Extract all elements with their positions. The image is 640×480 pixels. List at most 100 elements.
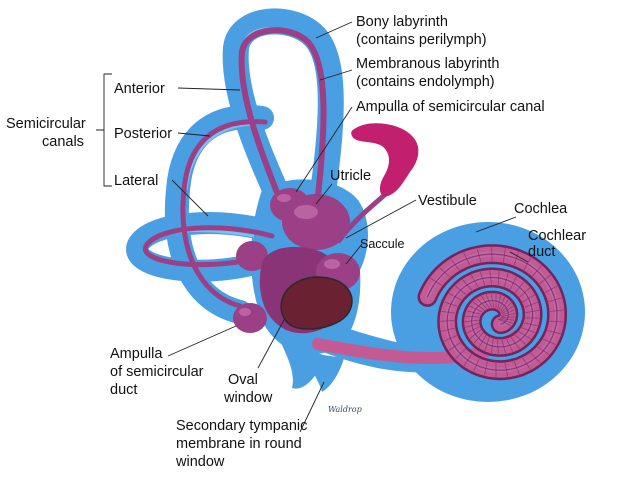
- cochlear-striation: [537, 346, 550, 355]
- cochlear-striation: [549, 320, 564, 323]
- cochlear-striation: [501, 312, 516, 318]
- cochlear-striation: [441, 311, 456, 314]
- leader-bony-labyrinth: [315, 21, 353, 39]
- cochlear-striation: [469, 329, 482, 339]
- leader-cochlea: [475, 216, 517, 233]
- cochlear-striation: [530, 352, 541, 364]
- leader-cochlear-duct: [509, 251, 529, 263]
- label-cochlea: Cochlea: [514, 201, 568, 217]
- cochlear-striation: [501, 339, 506, 354]
- label-anterior: Anterior: [114, 81, 165, 97]
- leader-posterior: [177, 132, 211, 137]
- highlight-saccule: [324, 259, 340, 269]
- cochlear-striation: [525, 309, 540, 314]
- leader-utricle: [315, 183, 333, 205]
- cochlear-striation: [484, 337, 490, 351]
- cochlear-striation: [519, 287, 531, 298]
- cochlear-striation: [472, 301, 485, 311]
- label-ampulla-duct-1: Ampulla: [110, 346, 163, 362]
- label-ampulla-canal: Ampulla of semicircular canal: [356, 99, 545, 115]
- leader-lateral: [171, 179, 209, 217]
- cochlear-striation: [490, 293, 495, 308]
- membranous-lateral-duct: [142, 225, 275, 268]
- cochlear-striation: [501, 309, 515, 316]
- cochlear-striation: [503, 248, 506, 263]
- artist-signature: Waldrop: [328, 405, 362, 414]
- leader-anterior: [177, 87, 241, 91]
- cochlear-striation: [466, 326, 480, 334]
- cochlear-striation: [514, 281, 525, 294]
- cochlear-striation: [544, 285, 558, 293]
- cochlear-striation: [498, 318, 511, 327]
- cochlear-striation: [470, 274, 479, 288]
- cochlear-striation: [440, 320, 455, 322]
- bony-oval-window-region: [280, 340, 326, 389]
- cochlear-striation: [504, 272, 509, 287]
- label-membranous-labyrinth-1: Membranous labyrinth: [356, 56, 499, 72]
- cochlear-striation: [510, 337, 520, 349]
- cochlear-striation: [479, 271, 486, 286]
- cochlear-striation: [429, 277, 443, 286]
- cochlear-striation: [500, 318, 515, 321]
- cochlear-striation: [464, 319, 479, 323]
- label-secondary-membrane-3: window: [175, 454, 225, 470]
- ampulla-lateral: [236, 241, 268, 271]
- cochlear-striation: [532, 265, 542, 277]
- cochlear-striation: [549, 309, 564, 312]
- label-membranous-labyrinth-2: (contains endolymph): [356, 74, 495, 90]
- endolymphatic-sac: [351, 123, 419, 197]
- cochlear-striation: [490, 247, 493, 262]
- cochlear-striation: [444, 301, 458, 307]
- cochlear-striation: [523, 257, 532, 271]
- cochlear-striation: [481, 295, 490, 308]
- cochlear-striation: [518, 331, 532, 340]
- highlight-utricle: [294, 205, 318, 219]
- cochlear-striation: [506, 338, 514, 352]
- cochlear-striation: [476, 298, 487, 309]
- label-vestibule: Vestibule: [418, 193, 477, 209]
- label-oval-window-1: Oval: [228, 372, 258, 388]
- cochlear-striation: [500, 299, 509, 312]
- cochlear-striation: [465, 315, 480, 318]
- cochlear-striation: [439, 267, 451, 278]
- cochlear-striation: [473, 332, 484, 344]
- cochlear-striation: [548, 297, 562, 303]
- cochlear-striation: [448, 342, 461, 351]
- label-semicircular-2: canals: [42, 134, 84, 150]
- cochlear-duct-spiral: [417, 244, 568, 381]
- label-semicircular-1: Semicircular: [6, 116, 86, 132]
- cochlear-striation: [509, 276, 517, 290]
- label-ampulla-duct-2: of semicircular: [110, 364, 204, 380]
- cochlear-striation: [514, 334, 526, 345]
- membranous-anterior-duct: [238, 27, 327, 208]
- cochlear-striation: [513, 251, 519, 266]
- ampulla-semicircular-duct: [233, 303, 267, 333]
- label-lateral: Lateral: [114, 173, 158, 189]
- cochlear-striation: [476, 248, 482, 263]
- leader-ampulla-canal: [295, 106, 353, 193]
- cochlear-striation: [441, 327, 455, 332]
- cochlear-striation: [499, 318, 513, 324]
- oval-window: [280, 276, 353, 330]
- leader-membranous-labyrinth: [319, 69, 353, 81]
- cochlear-striation: [543, 338, 557, 346]
- cochlear-striation: [501, 305, 514, 315]
- label-oval-window-2: window: [223, 390, 273, 406]
- label-ampulla-duct-3: duct: [110, 382, 137, 398]
- leader-oval-window: [257, 319, 285, 369]
- membranous-highlight: [239, 194, 340, 316]
- bony-lateral-canal: [126, 212, 283, 282]
- cochlear-striation: [522, 294, 535, 303]
- highlight-ampulla-anterior: [277, 194, 291, 202]
- cochlear-striation: [497, 339, 499, 354]
- leader-saccule: [345, 243, 363, 265]
- labels: Bony labyrinth (contains perilymph) Memb…: [6, 14, 586, 470]
- cochlear-striation: [491, 338, 494, 353]
- cochlear-striation: [500, 316, 515, 319]
- bony-round-window-region: [302, 352, 344, 392]
- cochlear-striation: [466, 310, 481, 315]
- cochlear-striation: [524, 322, 538, 326]
- bony-posterior-canal: [164, 105, 274, 324]
- cochlear-striation: [473, 358, 480, 372]
- cochlear-striation: [547, 330, 561, 335]
